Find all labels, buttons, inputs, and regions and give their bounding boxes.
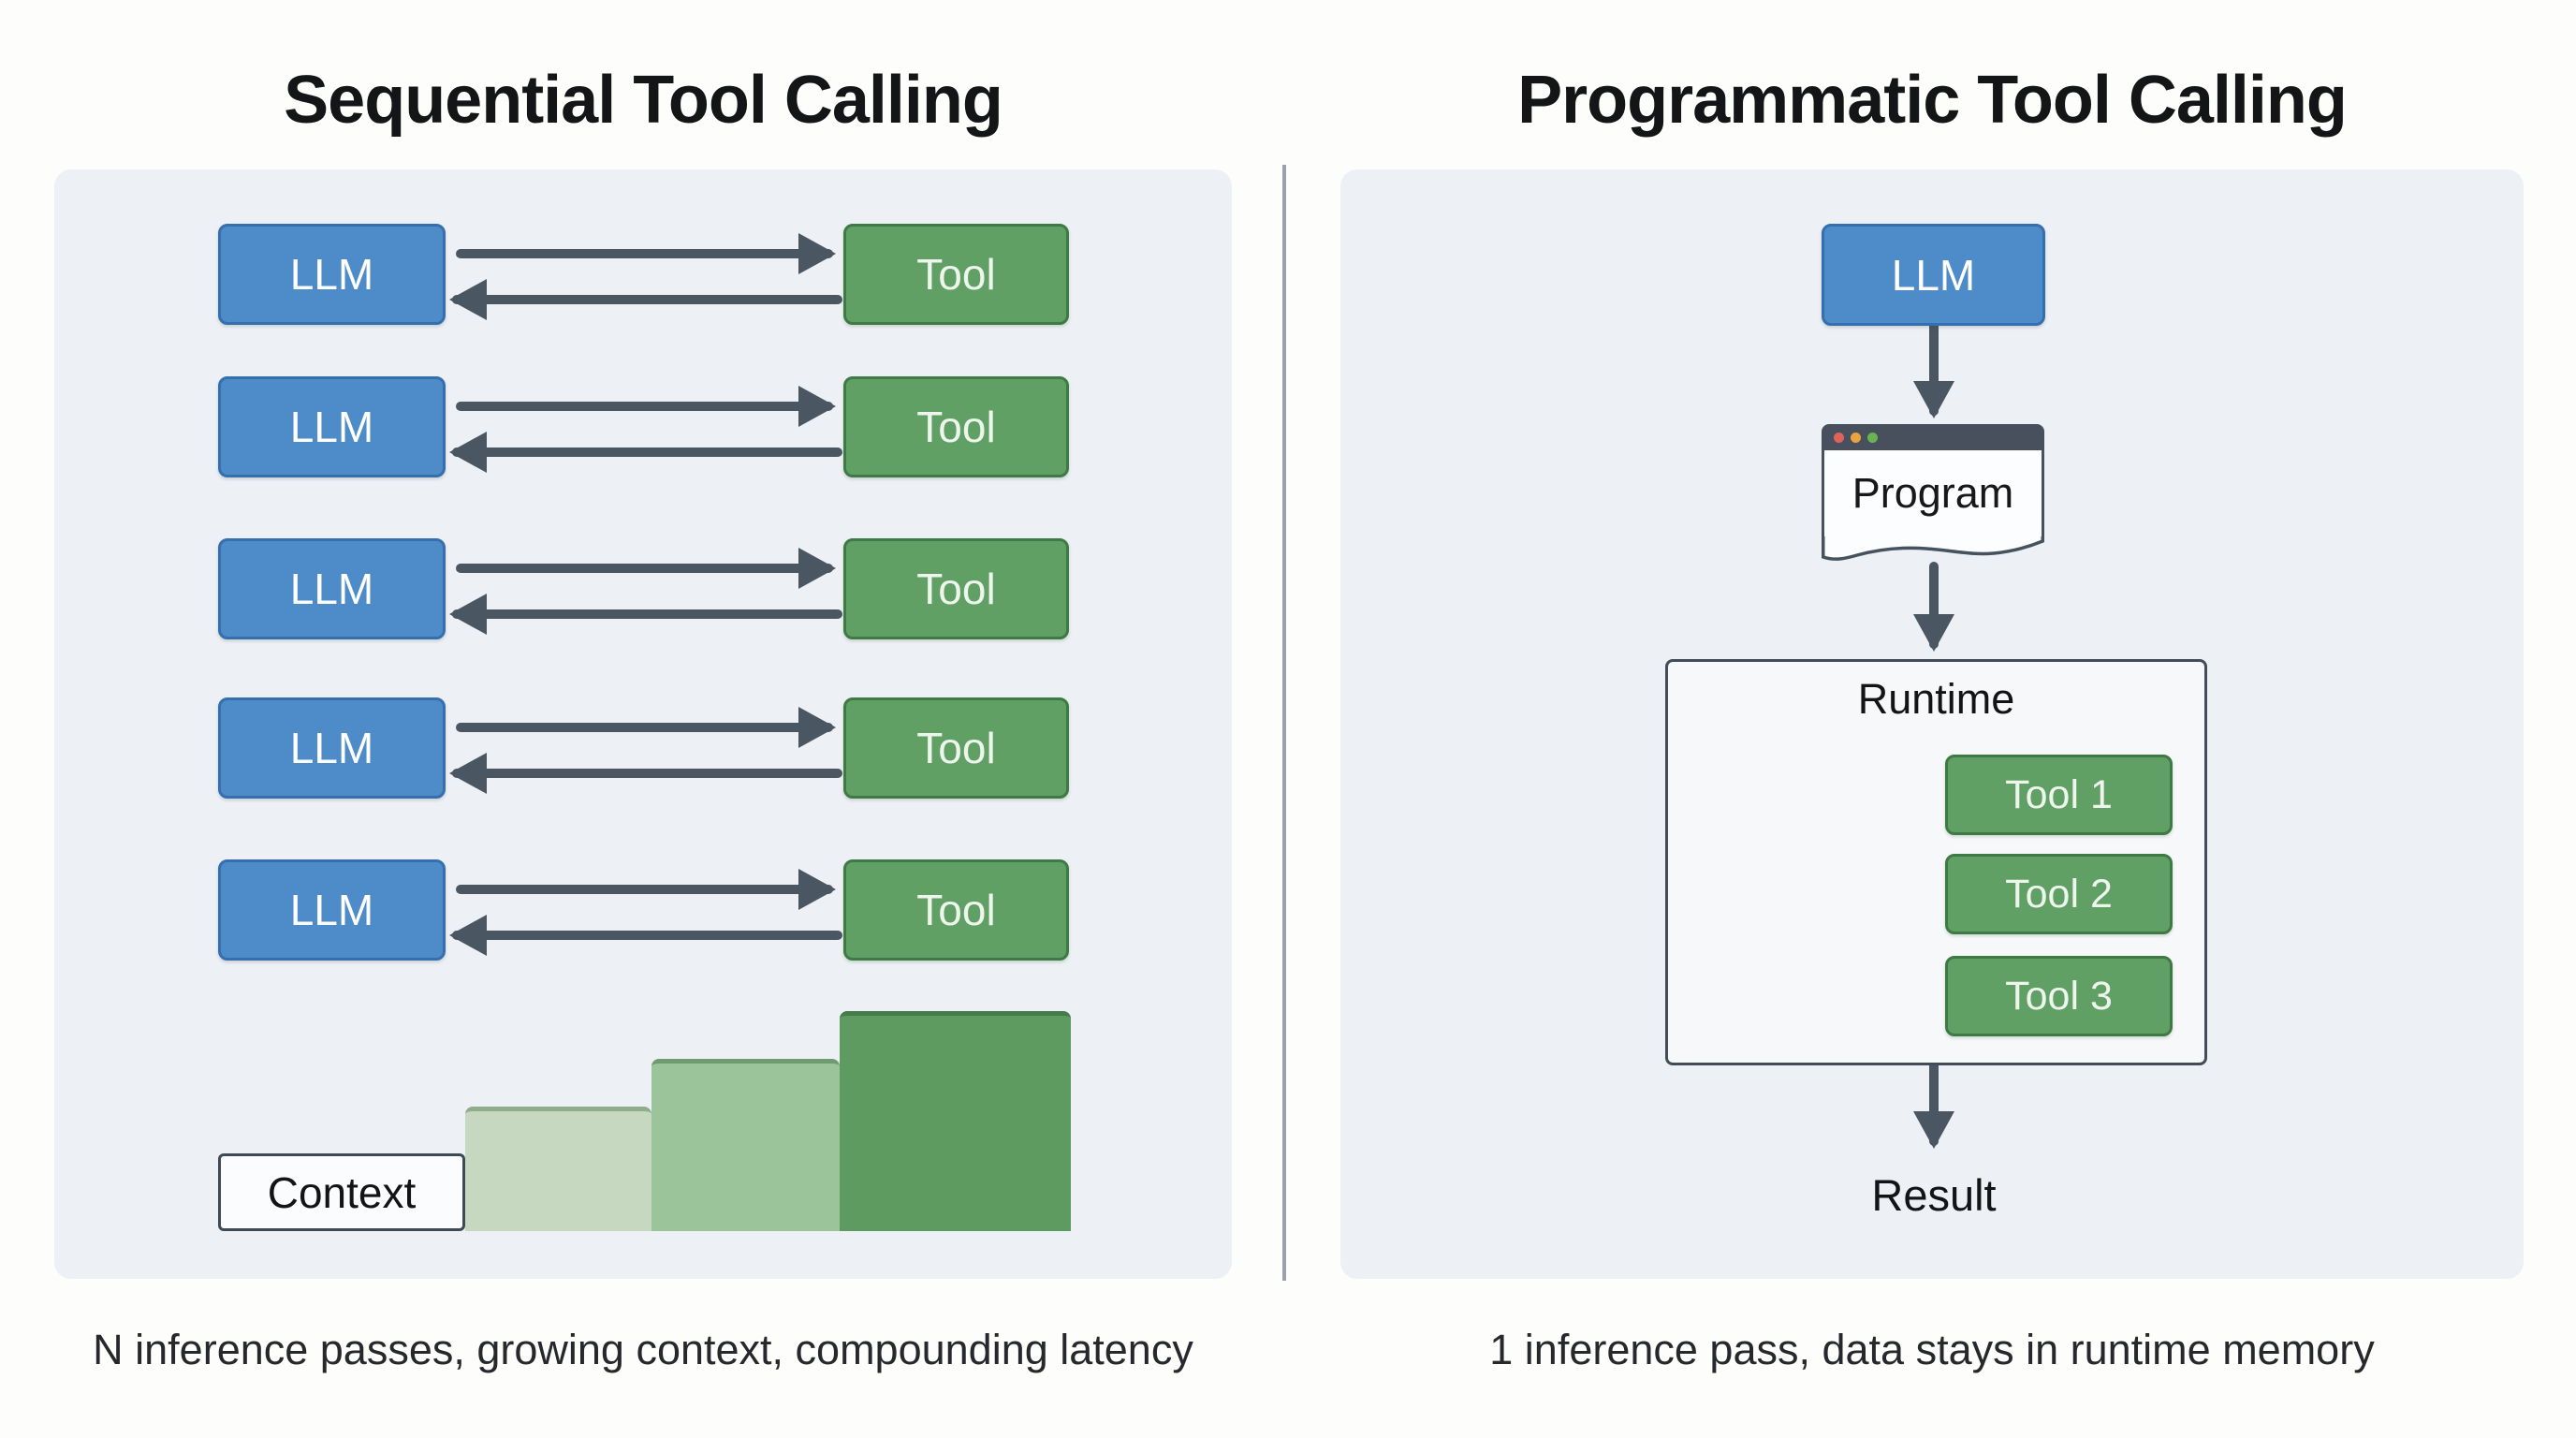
llm-node: LLM: [218, 224, 446, 325]
runtime-label: Runtime: [1857, 675, 2015, 723]
sequential-panel: LLM Tool LLM Tool LLM Tool LLM Tool LLM …: [54, 169, 1232, 1279]
llm-node: LLM: [218, 538, 446, 639]
tool-node: Tool: [843, 697, 1069, 799]
context-growth-bar-3: [840, 1011, 1071, 1231]
programmatic-caption: 1 inference pass, data stays in runtime …: [1489, 1326, 2375, 1373]
program-window: Program: [1822, 424, 2044, 565]
llm-node: LLM: [218, 859, 446, 961]
window-dot-red-icon: [1834, 432, 1844, 443]
tool-node: Tool: [843, 859, 1069, 961]
panel-divider: [1282, 165, 1286, 1281]
tool-node: Tool: [843, 538, 1069, 639]
llm-node: LLM: [218, 697, 446, 799]
llm-node: LLM: [218, 376, 446, 477]
tool-node: Tool: [843, 376, 1069, 477]
tool3-node: Tool 3: [1945, 956, 2173, 1036]
document-torn-edge-icon: [1822, 536, 2044, 561]
sequential-caption: N inference passes, growing context, com…: [93, 1326, 1193, 1373]
context-growth-bar-2: [651, 1059, 840, 1231]
window-dot-orange-icon: [1851, 432, 1861, 443]
context-growth-bar-1: [465, 1107, 651, 1231]
result-label: Result: [1871, 1170, 1997, 1220]
program-window-titlebar: [1822, 424, 2044, 450]
programmatic-title: Programmatic Tool Calling: [1517, 63, 2348, 138]
program-node: Program: [1822, 450, 2044, 536]
sequential-title: Sequential Tool Calling: [284, 63, 1003, 138]
tool-node: Tool: [843, 224, 1069, 325]
tool2-node: Tool 2: [1945, 854, 2173, 934]
llm-node: LLM: [1822, 224, 2045, 326]
programmatic-panel: LLM Program Runtime Tool 1 Tool 2 Tool 3…: [1340, 169, 2524, 1279]
context-node: Context: [218, 1153, 465, 1231]
window-dot-green-icon: [1867, 432, 1878, 443]
tool1-node: Tool 1: [1945, 755, 2173, 835]
